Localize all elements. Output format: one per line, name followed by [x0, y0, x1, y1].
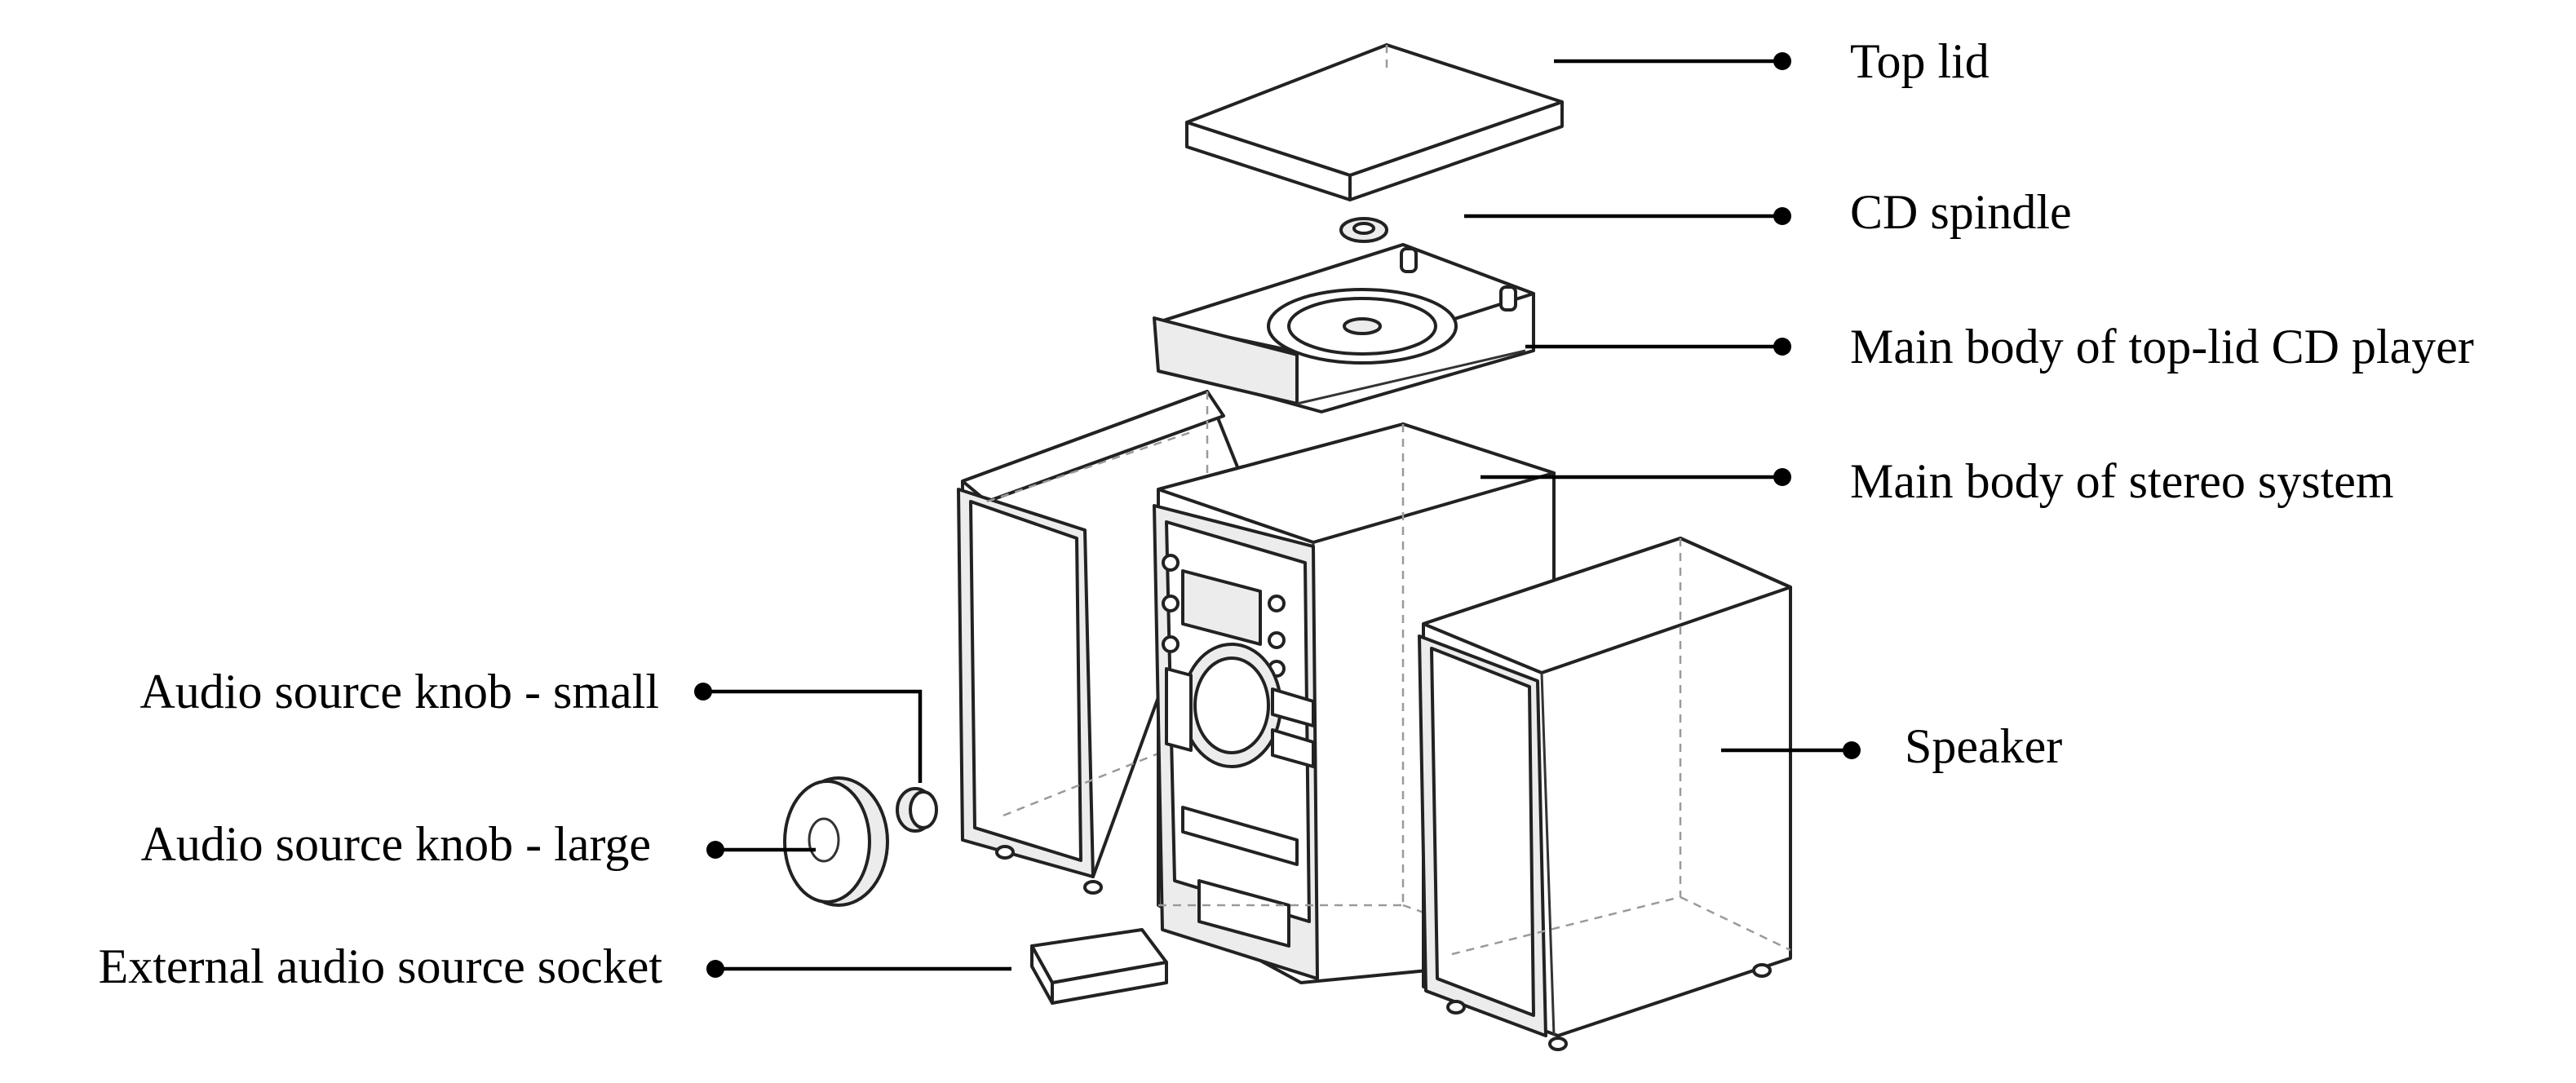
- label-speaker: Speaker: [1905, 719, 2062, 773]
- leader-ext-socket: [706, 960, 1011, 978]
- leader-cd-spindle: [1464, 207, 1791, 225]
- label-top-lid: Top lid: [1850, 34, 1990, 88]
- leader-speaker: [1721, 741, 1861, 759]
- cd-spindle: [1339, 217, 1388, 243]
- leader-top-lid: [1554, 52, 1791, 70]
- label-stereo-body: Main body of stereo system: [1850, 454, 2394, 508]
- label-cd-spindle: CD spindle: [1850, 185, 2072, 239]
- leader-knob-large: [706, 841, 816, 859]
- label-knob-small: Audio source knob - small: [139, 665, 659, 718]
- cd-player-body: [1153, 243, 1535, 413]
- audio-source-knob-large: [783, 776, 889, 907]
- label-cd-player-body: Main body of top-lid CD player: [1850, 320, 2474, 374]
- external-audio-socket: [1030, 928, 1168, 1005]
- leader-knob-small: [694, 683, 923, 783]
- audio-source-knob-small: [896, 787, 938, 833]
- leader-stereo-body: [1481, 468, 1791, 486]
- label-knob-large: Audio source knob - large: [141, 817, 651, 871]
- leader-cd-body: [1525, 338, 1791, 356]
- top-lid: [1185, 43, 1564, 201]
- label-ext-socket: External audio source socket: [99, 939, 663, 993]
- right-speaker: [1418, 537, 1792, 1051]
